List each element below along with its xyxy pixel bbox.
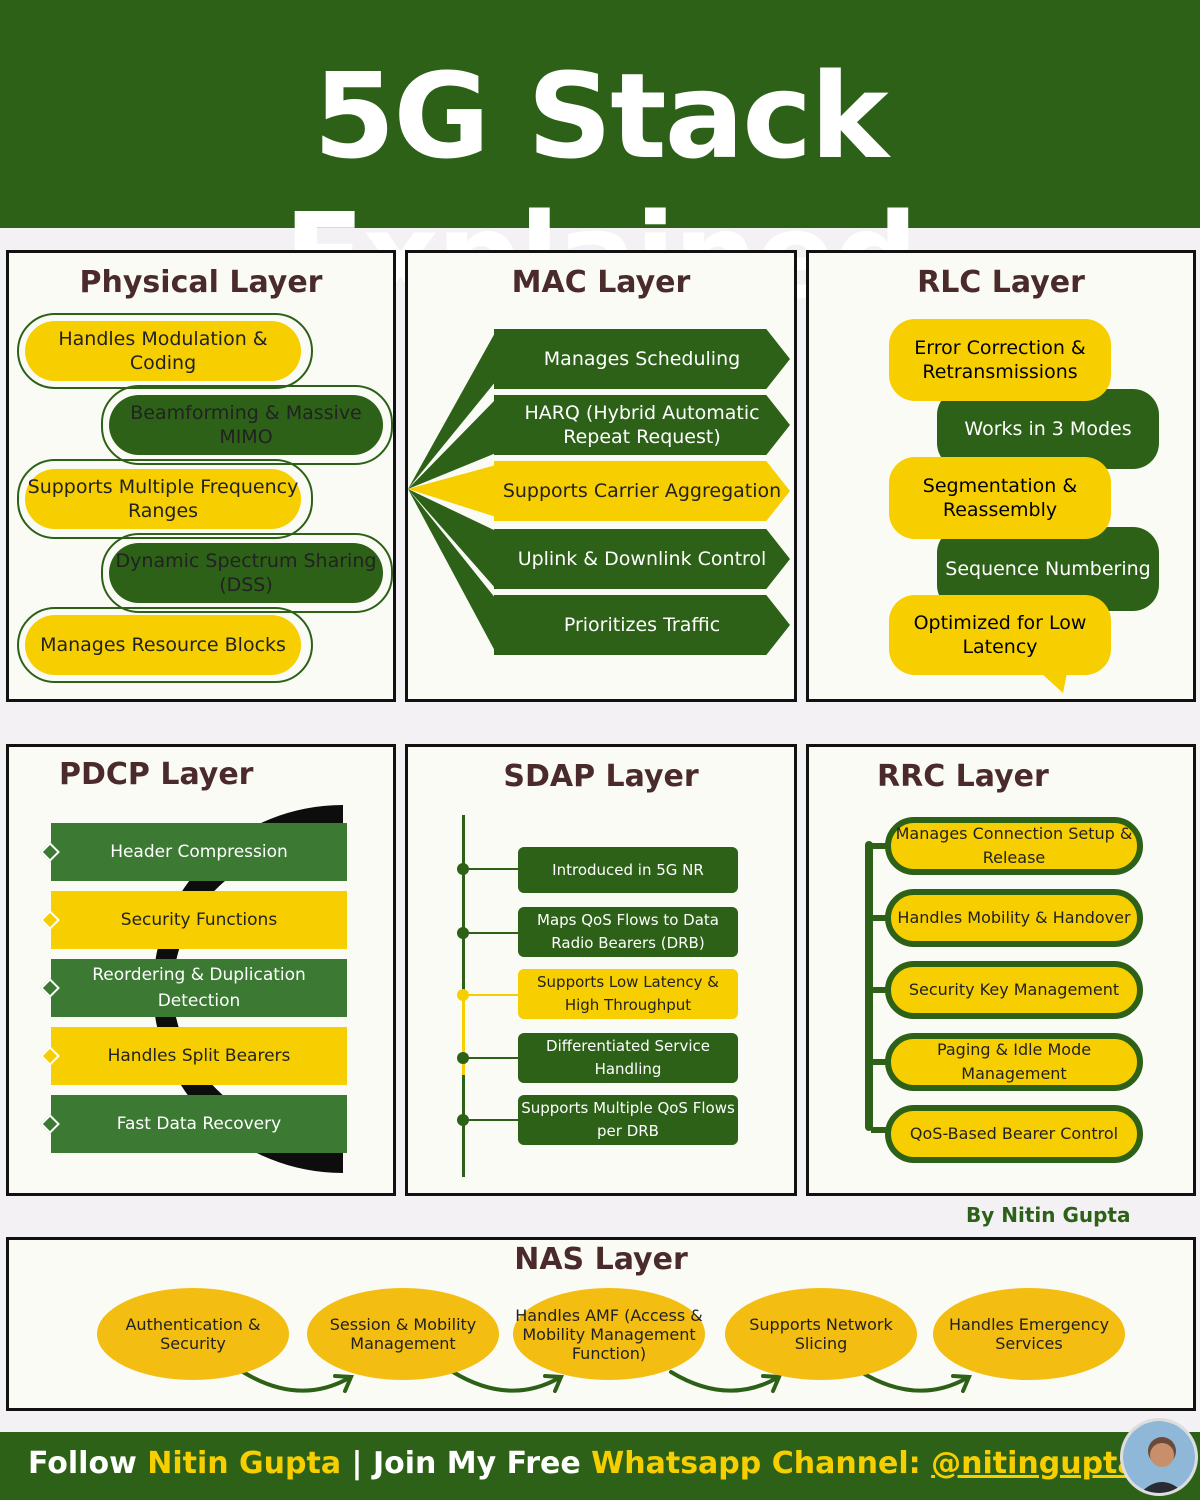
footer-banner: Follow Nitin Gupta | Join My Free Whatsa… xyxy=(0,1432,1200,1500)
rrc-connector xyxy=(871,1059,887,1065)
pdcp-item: Security Functions xyxy=(51,891,347,949)
physical-layer-title: Physical Layer xyxy=(79,265,323,300)
rrc-bracket xyxy=(865,841,873,1131)
nas-item: Handles Emergency Services xyxy=(933,1288,1125,1380)
sdap-layer-panel: SDAP Layer Introduced in 5G NR Maps QoS … xyxy=(405,744,797,1196)
nas-layer-title: NAS Layer xyxy=(514,1242,688,1277)
outline-ring xyxy=(17,313,313,389)
rrc-item: Paging & Idle Mode Management xyxy=(885,1033,1143,1091)
sdap-layer-title: SDAP Layer xyxy=(503,759,699,794)
sdap-item: Supports Low Latency & High Throughput xyxy=(518,969,738,1019)
nas-item: Handles AMF (Access & Mobility Managemen… xyxy=(513,1288,705,1380)
timeline-dot xyxy=(457,989,469,1001)
nas-item: Session & Mobility Management xyxy=(307,1288,499,1380)
sdap-item: Supports Multiple QoS Flows per DRB xyxy=(518,1095,738,1145)
pdcp-item: Header Compression xyxy=(51,823,347,881)
outline-ring xyxy=(17,607,313,683)
physical-item: Manages Resource Blocks xyxy=(25,615,301,675)
sdap-item: Differentiated Service Handling xyxy=(518,1033,738,1083)
mac-layer-panel: MAC Layer Manages Scheduling HARQ (Hybri… xyxy=(405,250,797,702)
sdap-item: Maps QoS Flows to Data Radio Bearers (DR… xyxy=(518,907,738,957)
timeline-connector xyxy=(462,868,520,870)
timeline-dot xyxy=(457,1052,469,1064)
rlc-item: Works in 3 Modes xyxy=(937,389,1159,469)
outline-ring xyxy=(17,459,313,539)
rrc-layer-panel: RRC Layer Manages Connection Setup & Rel… xyxy=(806,744,1196,1196)
nas-item: Supports Network Slicing xyxy=(725,1288,917,1380)
rrc-connector xyxy=(871,843,887,849)
pdcp-layer-title: PDCP Layer xyxy=(59,757,254,792)
timeline-dot xyxy=(457,927,469,939)
physical-item: Dynamic Spectrum Sharing (DSS) xyxy=(109,543,383,603)
rlc-layer-title: RLC Layer xyxy=(917,265,1085,300)
sdap-item: Introduced in 5G NR xyxy=(518,847,738,893)
rlc-item: Segmentation & Reassembly xyxy=(889,457,1111,539)
rrc-connector xyxy=(871,1127,887,1133)
mac-item: Supports Carrier Aggregation xyxy=(494,461,790,521)
rrc-connector xyxy=(871,987,887,993)
timeline-connector xyxy=(462,994,520,996)
outline-ring xyxy=(101,385,393,465)
mac-layer-title: MAC Layer xyxy=(511,265,691,300)
timeline-connector xyxy=(462,1119,520,1121)
pdcp-layer-panel: PDCP Layer Header Compression Security F… xyxy=(6,744,396,1196)
mac-fan-connector xyxy=(408,331,496,653)
footer-channel: Whatsapp Channel: xyxy=(591,1446,921,1481)
pdcp-item: Handles Split Bearers xyxy=(51,1027,347,1085)
footer-separator: | Join My Free xyxy=(341,1446,592,1481)
rrc-connector xyxy=(871,915,887,921)
author-credit: By Nitin Gupta xyxy=(966,1203,1131,1227)
pdcp-item: Reordering & Duplication Detection xyxy=(51,959,347,1017)
timeline-dot xyxy=(457,863,469,875)
timeline-line-highlight xyxy=(462,993,465,1075)
physical-item: Handles Modulation & Coding xyxy=(25,321,301,381)
nas-flow-arrows xyxy=(241,1370,972,1393)
physical-layer-panel: Physical Layer Handles Modulation & Codi… xyxy=(6,250,396,702)
footer-follow: Follow xyxy=(28,1446,137,1481)
rrc-item: QoS-Based Bearer Control xyxy=(885,1105,1143,1163)
footer-author-name[interactable]: Nitin Gupta xyxy=(147,1446,342,1481)
rrc-layer-title: RRC Layer xyxy=(877,759,1049,794)
pdcp-item: Fast Data Recovery xyxy=(51,1095,347,1153)
timeline-connector xyxy=(462,932,520,934)
rrc-item: Handles Mobility & Handover xyxy=(885,889,1143,947)
avatar-icon xyxy=(1123,1421,1195,1493)
nas-layer-panel: NAS Layer Authentication & Security Sess… xyxy=(6,1237,1196,1411)
mac-item: Manages Scheduling xyxy=(494,329,790,389)
timeline-connector xyxy=(462,1057,520,1059)
rlc-item: Optimized for Low Latency xyxy=(889,595,1111,675)
footer-text: Follow Nitin Gupta | Join My Free Whatsa… xyxy=(28,1446,1138,1481)
physical-item: Beamforming & Massive MIMO xyxy=(109,395,383,455)
rlc-item: Error Correction & Retransmissions xyxy=(889,319,1111,401)
rlc-layer-panel: RLC Layer Works in 3 Modes Sequence Numb… xyxy=(806,250,1196,702)
physical-item: Supports Multiple Frequency Ranges xyxy=(25,469,301,529)
rrc-item: Manages Connection Setup & Release xyxy=(885,817,1143,875)
nas-item: Authentication & Security xyxy=(97,1288,289,1380)
rrc-item: Security Key Management xyxy=(885,961,1143,1019)
rlc-item: Sequence Numbering xyxy=(937,527,1159,611)
timeline-dot xyxy=(457,1114,469,1126)
header-banner: 5G Stack Explained xyxy=(0,0,1200,325)
avatar xyxy=(1120,1418,1198,1496)
mac-item: Uplink & Downlink Control xyxy=(494,529,790,589)
mac-item: HARQ (Hybrid Automatic Repeat Request) xyxy=(494,395,790,455)
mac-item: Prioritizes Traffic xyxy=(494,595,790,655)
footer-handle-link[interactable]: @nitingupta xyxy=(931,1446,1138,1481)
outline-ring xyxy=(101,533,393,613)
